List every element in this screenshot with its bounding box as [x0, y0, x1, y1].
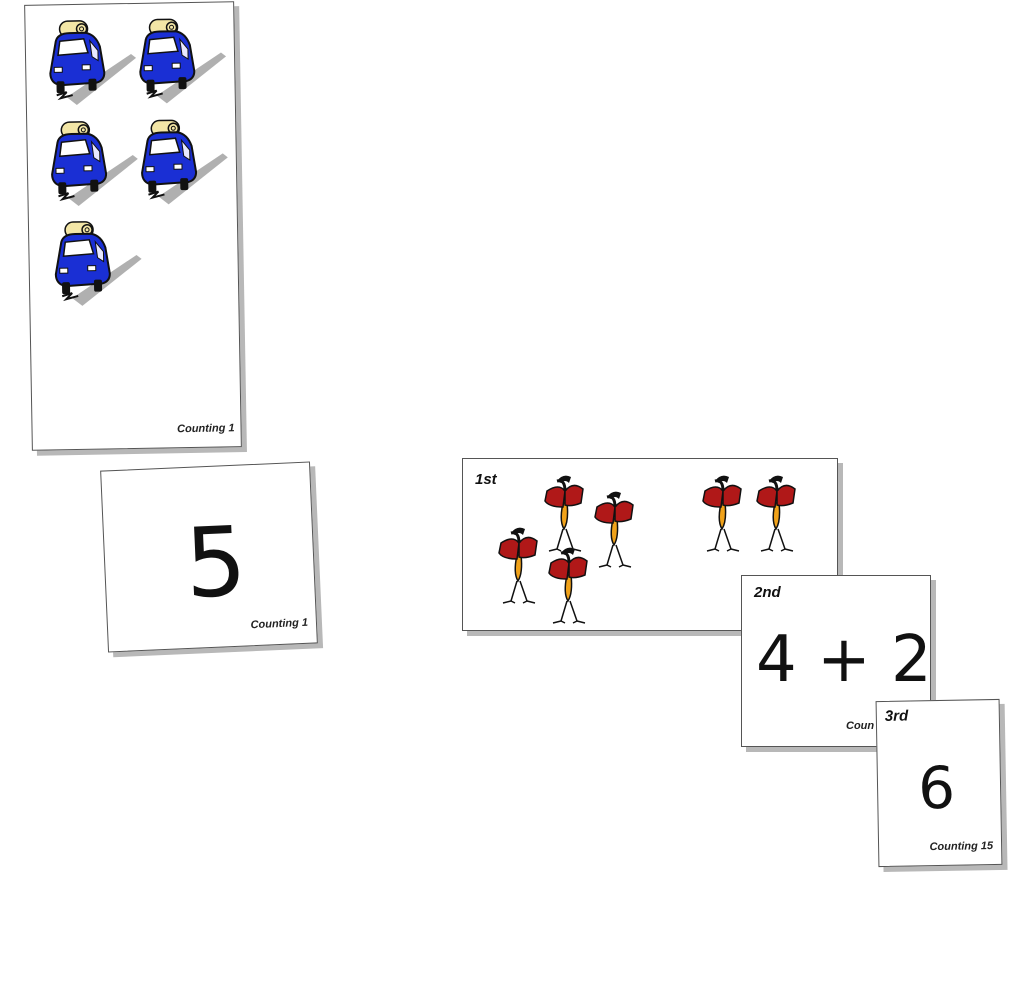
- card-birds: 1st: [462, 458, 838, 631]
- bird-icon: [543, 545, 593, 625]
- card-ordinal: 3rd: [884, 707, 909, 725]
- card-caption: Counting 1: [250, 616, 309, 632]
- card-caption: Counting 1: [177, 422, 235, 436]
- card-numeral-five: 5 Counting 1: [100, 461, 318, 653]
- card-numeral: 6: [917, 753, 956, 823]
- card-cars: Counting 1: [24, 1, 242, 451]
- bird-icon: [751, 473, 801, 553]
- card-expression: 4 + 2: [756, 623, 932, 697]
- bird-icon: [493, 525, 543, 605]
- bird-icon: [697, 473, 747, 553]
- car-icon: [45, 16, 137, 108]
- car-icon: [135, 14, 227, 106]
- bird-icon: [589, 489, 639, 569]
- bird-icon: [539, 473, 589, 553]
- car-icon: [47, 117, 139, 209]
- card-numeral-six: 3rd 6 Counting 15: [875, 698, 1003, 868]
- card-ordinal: 2nd: [754, 584, 781, 601]
- car-icon: [51, 217, 143, 309]
- card-ordinal: 1st: [475, 471, 497, 488]
- card-caption: Coun: [846, 720, 875, 732]
- car-icon: [137, 115, 229, 207]
- card-caption: Counting 15: [929, 840, 994, 854]
- card-numeral: 5: [182, 505, 249, 620]
